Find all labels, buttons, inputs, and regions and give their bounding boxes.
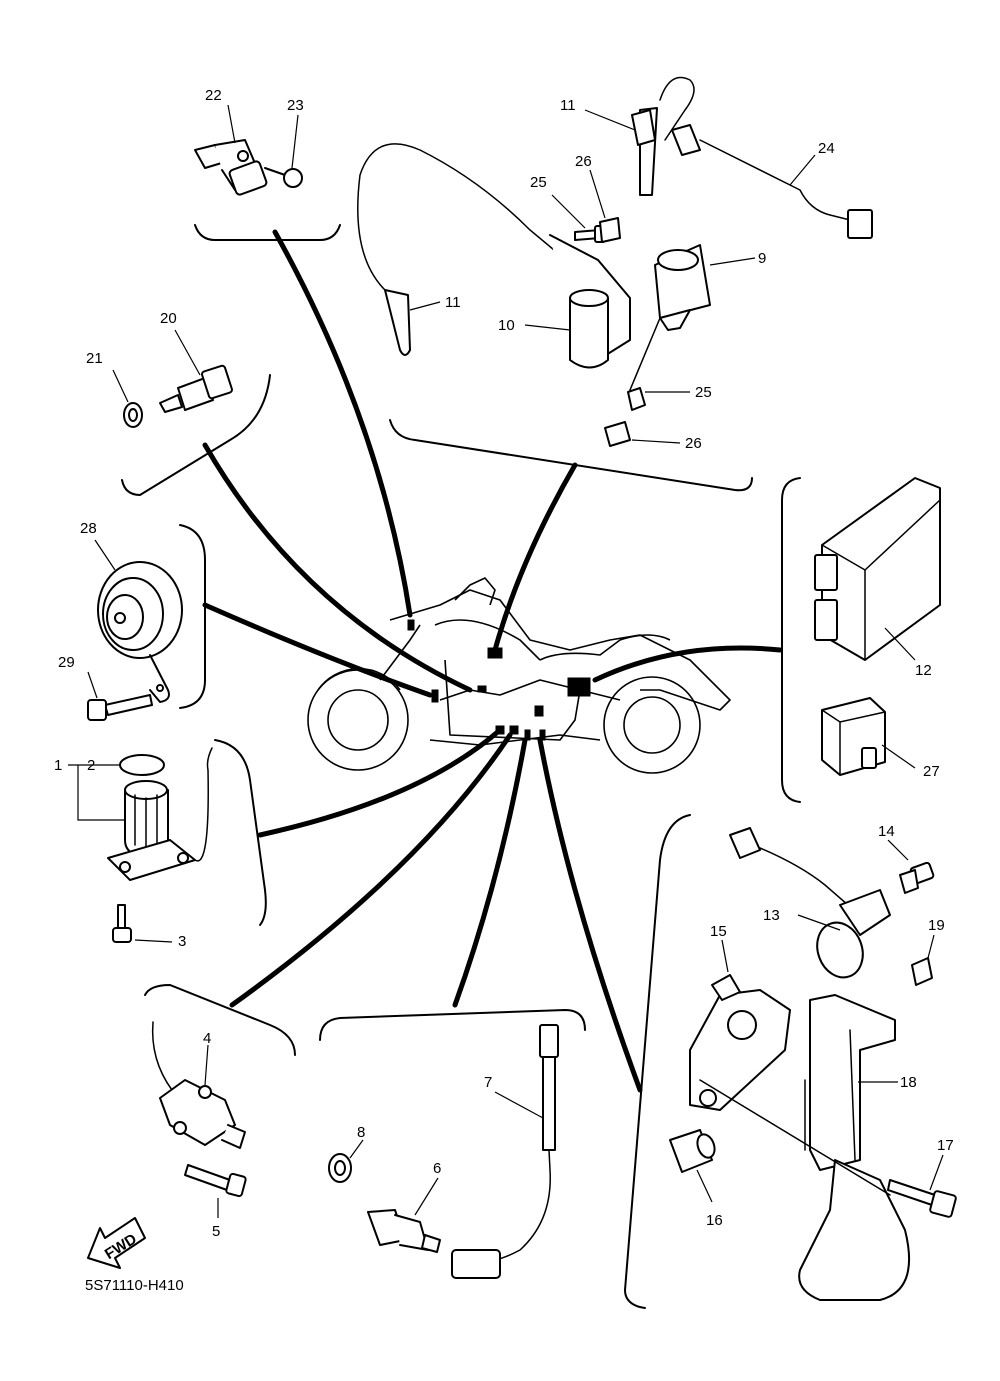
label-27: 27 (923, 763, 940, 780)
label-12: 12 (915, 662, 932, 679)
washer-21 (112, 369, 143, 428)
sensor-assembly-1 (107, 747, 213, 881)
label-28: 28 (80, 520, 97, 537)
label-18: 18 (900, 1074, 917, 1091)
label-13: 13 (763, 907, 780, 924)
motorcycle-outline (307, 577, 731, 774)
label-26-upper: 26 (575, 153, 592, 170)
label-2: 2 (87, 757, 95, 774)
label-23: 23 (287, 97, 304, 114)
bolt-17 (887, 1154, 957, 1218)
label-9: 9 (758, 250, 766, 267)
leader-lines (202, 229, 783, 1093)
label-24: 24 (818, 140, 835, 157)
nut-26-lower (604, 421, 681, 447)
lever-15 (689, 939, 791, 1111)
bolt-25-lower (627, 387, 690, 411)
label-11-right: 11 (560, 97, 576, 114)
fwd-arrow-icon: FWD (87, 1217, 146, 1269)
coil-9 (629, 244, 756, 391)
bolt-3 (112, 904, 173, 943)
label-4: 4 (203, 1030, 211, 1047)
part-number-labels: 22 23 20 21 28 29 2 1 3 4 5 8 6 7 11 11 … (54, 87, 954, 1240)
label-8: 8 (357, 1124, 365, 1141)
ecu-12 (814, 477, 941, 661)
label-11-left: 11 (445, 294, 461, 311)
label-15: 15 (710, 923, 727, 940)
label-5: 5 (212, 1223, 220, 1240)
sensor-13 (729, 827, 891, 979)
coil-10 (524, 234, 631, 369)
plug-cap-11-right (584, 76, 695, 196)
collar-16 (669, 1129, 716, 1203)
washer-8 (328, 1139, 364, 1183)
leader-1 (68, 764, 125, 821)
label-16: 16 (706, 1212, 723, 1229)
label-20: 20 (160, 310, 177, 327)
sensor-7 (451, 1024, 559, 1279)
bolt-5 (184, 1164, 247, 1218)
label-22: 22 (205, 87, 222, 104)
label-25-lower: 25 (695, 384, 712, 401)
label-21: 21 (86, 350, 103, 367)
label-1: 1 (54, 757, 62, 774)
bolt-23 (264, 114, 303, 188)
label-10: 10 (498, 317, 515, 334)
label-7: 7 (484, 1074, 492, 1091)
harness-24 (671, 124, 873, 239)
switch-20 (159, 329, 233, 413)
horn-28 (94, 539, 183, 703)
sensor-6 (367, 1177, 441, 1253)
label-25-upper: 25 (530, 174, 547, 191)
label-26-lower: 26 (685, 435, 702, 452)
diagram-code: 5S71110-H410 (85, 1277, 184, 1294)
relay-27 (821, 697, 916, 776)
label-6: 6 (433, 1160, 441, 1177)
sensor-4 (151, 1021, 246, 1149)
label-14: 14 (878, 823, 895, 840)
bolt-14 (887, 839, 935, 894)
bracket-18 (699, 994, 911, 1301)
label-17: 17 (937, 1137, 954, 1154)
bolt-29 (87, 671, 153, 721)
nut-26-upper (589, 169, 621, 243)
label-3: 3 (178, 933, 186, 950)
bolt-25-upper (551, 194, 606, 243)
group-brackets (121, 224, 801, 1309)
label-29: 29 (58, 654, 75, 671)
bolt-19 (911, 934, 935, 986)
sensor-22 (194, 104, 268, 196)
label-19: 19 (928, 917, 945, 934)
